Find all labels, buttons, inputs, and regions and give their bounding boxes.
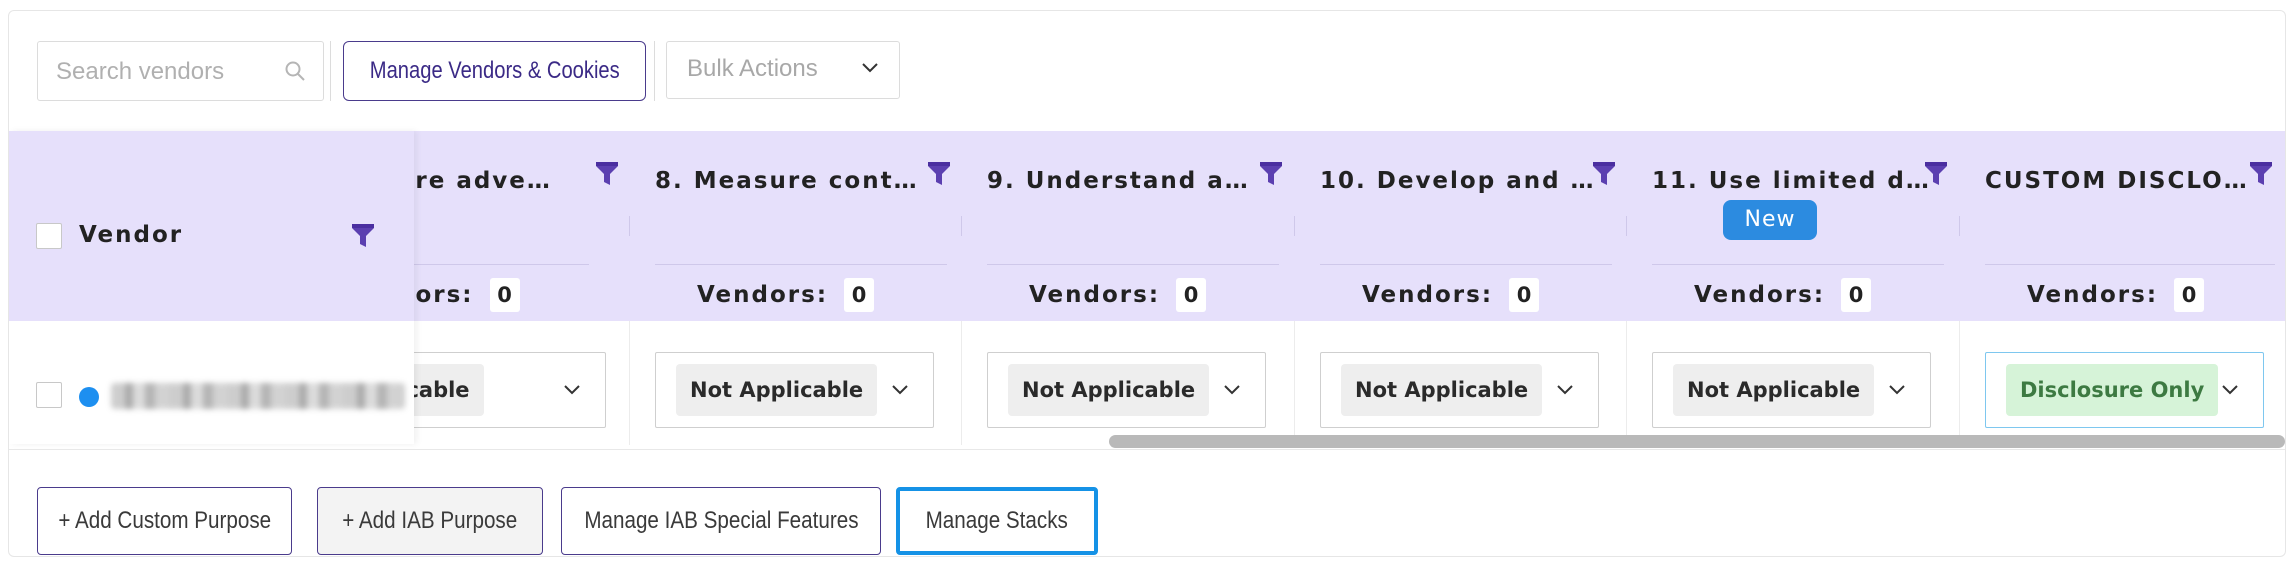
vendors-count: 0	[1176, 278, 1207, 312]
column-separator	[629, 216, 630, 236]
vendors-count-label: Vendors:0	[2027, 278, 2205, 312]
filter-icon[interactable]	[2249, 161, 2273, 187]
status-dot	[79, 387, 99, 407]
vendor-row	[9, 321, 414, 444]
status-chip: Not Applicable	[1341, 364, 1543, 416]
vendors-count: 0	[489, 278, 520, 312]
filter-icon[interactable]	[595, 161, 619, 187]
add-custom-purpose-button[interactable]: + Add Custom Purpose	[37, 487, 292, 555]
vendor-header-label: Vendor	[79, 222, 184, 248]
vendor-name-redacted[interactable]	[111, 383, 405, 409]
vendors-count: 0	[844, 278, 875, 312]
status-chip: Not Applicable	[676, 364, 878, 416]
manage-stacks-button[interactable]: Manage Stacks	[896, 487, 1098, 555]
row-checkbox[interactable]	[36, 382, 62, 408]
add-iab-purpose-button[interactable]: + Add IAB Purpose	[317, 487, 543, 555]
vendors-count: 0	[2174, 278, 2205, 312]
filter-icon[interactable]	[351, 223, 375, 249]
horizontal-scrollbar-thumb[interactable]	[1109, 435, 2285, 448]
vendors-count-label: Vendors:0	[1362, 278, 1540, 312]
purpose-status-select[interactable]: Not Applicable	[987, 352, 1266, 428]
chevron-down-icon	[1889, 385, 1905, 395]
toolbar-divider	[654, 41, 655, 101]
footer-divider	[9, 449, 2285, 450]
purpose-column-10: 10. Develop and … Vendors:0 Not Applicab…	[1294, 131, 1626, 449]
custom-disclosure-column: CUSTOM DISCLO… Vendors:0 Disclosure Only	[1959, 131, 2285, 449]
purpose-column-9: 9. Understand a… Vendors:0 Not Applicabl…	[961, 131, 1294, 449]
vendors-count: 0	[1509, 278, 1540, 312]
column-separator	[1959, 216, 1960, 236]
purposes-panel: Manage Vendors & Cookies Bulk Actions ur…	[8, 10, 2286, 557]
vendors-count: 0	[1841, 278, 1872, 312]
chevron-down-icon	[564, 385, 580, 395]
purpose-status-select[interactable]: Not Applicable	[655, 352, 934, 428]
header-divider	[987, 264, 1279, 265]
chevron-down-icon	[862, 63, 878, 73]
column-separator	[1294, 216, 1295, 236]
column-title: CUSTOM DISCLO…	[1985, 168, 2249, 194]
column-title: 9. Understand a…	[987, 168, 1250, 194]
purpose-column-11: 11. Use limited d… New Vendors:0 Not App…	[1626, 131, 1959, 449]
column-separator	[1626, 321, 1627, 445]
column-separator	[1626, 216, 1627, 236]
column-separator	[961, 216, 962, 236]
bulk-actions-select[interactable]: Bulk Actions	[666, 41, 900, 99]
column-title: 8. Measure cont…	[655, 168, 919, 194]
select-all-checkbox[interactable]	[36, 223, 62, 249]
purpose-column-8: 8. Measure cont… Vendors:0 Not Applicabl…	[629, 131, 961, 449]
manage-vendors-cookies-button[interactable]: Manage Vendors & Cookies	[343, 41, 646, 101]
chevron-down-icon	[1557, 385, 1573, 395]
column-separator	[961, 321, 962, 445]
column-separator	[1294, 321, 1295, 445]
toolbar-divider	[330, 41, 331, 101]
status-chip: Not Applicable	[1008, 364, 1210, 416]
status-chip: Not Applicable	[1673, 364, 1875, 416]
vendors-count-label: Vendors:0	[1694, 278, 1872, 312]
purpose-status-select[interactable]: Not Applicable	[1652, 352, 1931, 428]
status-chip: Disclosure Only	[2006, 364, 2219, 416]
manage-iab-special-features-button[interactable]: Manage IAB Special Features	[561, 487, 881, 555]
vendors-count-label: dors:0	[397, 278, 520, 312]
vendors-count-label: Vendors:0	[697, 278, 875, 312]
filter-icon[interactable]	[1592, 161, 1616, 187]
column-title: 11. Use limited d…	[1652, 168, 1931, 194]
column-title: ure adve…	[397, 168, 552, 194]
chevron-down-icon	[892, 385, 908, 395]
header-divider	[1320, 264, 1612, 265]
chevron-down-icon	[2222, 385, 2238, 395]
column-title: 10. Develop and …	[1320, 168, 1596, 194]
purpose-status-select[interactable]: Disclosure Only	[1985, 352, 2264, 428]
purpose-status-select[interactable]: Not Applicable	[1320, 352, 1599, 428]
header-divider	[1985, 264, 2275, 265]
search-icon[interactable]	[283, 59, 307, 83]
search-input[interactable]	[54, 42, 278, 102]
bulk-actions-label: Bulk Actions	[687, 55, 818, 82]
new-badge: New	[1723, 200, 1817, 240]
vendor-column: Vendor	[9, 131, 414, 444]
column-separator	[1959, 321, 1960, 445]
filter-icon[interactable]	[1259, 161, 1283, 187]
filter-icon[interactable]	[927, 161, 951, 187]
chevron-down-icon	[1224, 385, 1240, 395]
column-separator	[629, 321, 630, 445]
header-divider	[397, 264, 589, 265]
filter-icon[interactable]	[1924, 161, 1948, 187]
header-divider	[655, 264, 947, 265]
header-divider	[1652, 264, 1944, 265]
vendors-count-label: Vendors:0	[1029, 278, 1207, 312]
search-box	[37, 41, 324, 102]
